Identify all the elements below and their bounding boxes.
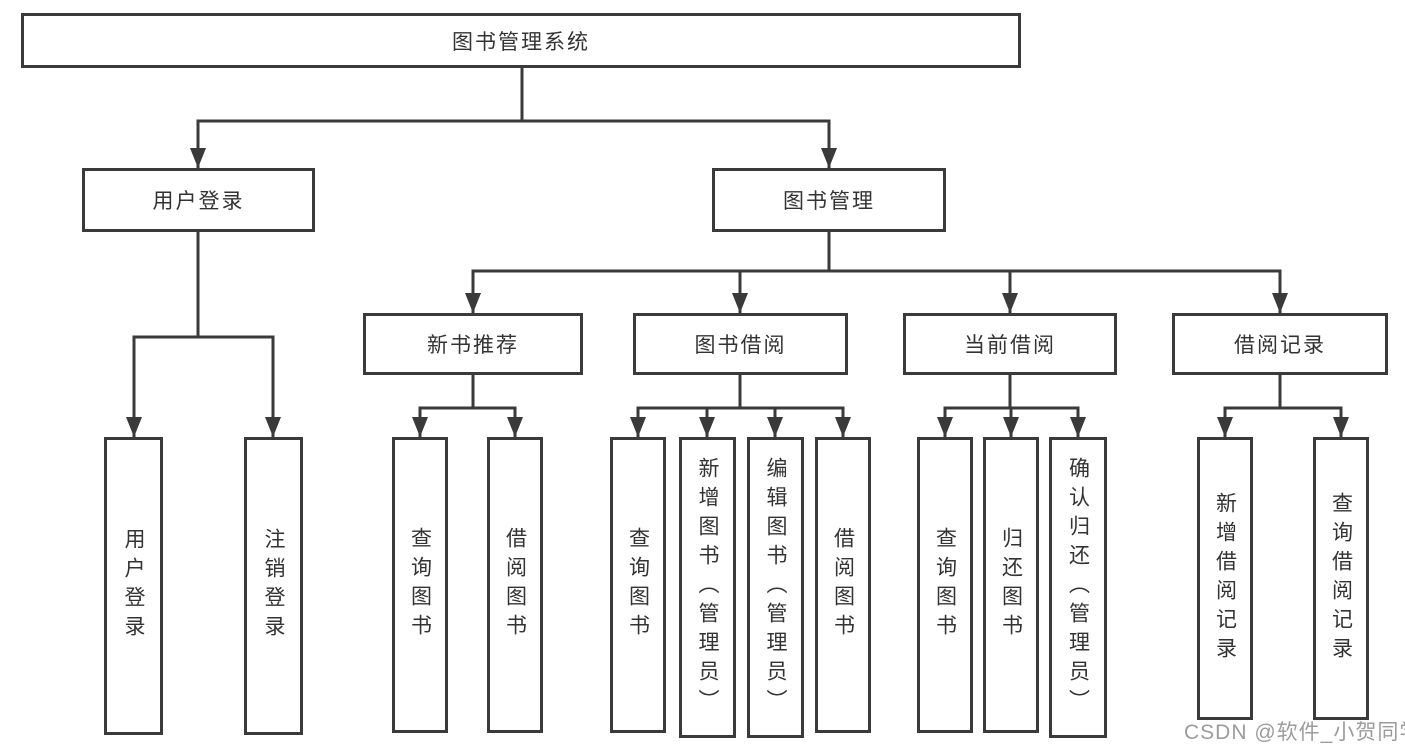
leaf-confirm-return-admin: 确认归还（管理员） [1049, 437, 1107, 738]
node-current-borrow-label: 当前借阅 [964, 334, 1056, 357]
node-user-login-label: 用户登录 [152, 190, 245, 213]
leaf-borrow-books: 借阅图书 [815, 437, 871, 733]
node-new-book-recommend-label: 新书推荐 [427, 334, 519, 357]
leaf-query-books-current: 查询图书 [917, 437, 973, 733]
node-new-book-recommend: 新书推荐 [363, 313, 583, 375]
node-book-management-label: 图书管理 [783, 190, 875, 213]
leaf-user-login: 用户登录 [104, 437, 163, 735]
node-book-borrow: 图书借阅 [633, 313, 848, 375]
leaf-query-books-borrow: 查询图书 [610, 437, 666, 733]
leaf-return-book: 归还图书 [983, 437, 1039, 733]
leaf-add-book-admin-label: 新增图书（管理员） [696, 457, 719, 718]
leaf-add-borrow-record-label: 新增借阅记录 [1213, 491, 1237, 666]
leaf-logout-label: 注销登录 [262, 528, 285, 644]
leaf-edit-book-admin-label: 编辑图书（管理员） [764, 457, 787, 718]
leaf-logout: 注销登录 [244, 437, 303, 735]
leaf-user-login-label: 用户登录 [122, 528, 145, 644]
leaf-query-books-borrow-label: 查询图书 [626, 527, 650, 643]
node-book-borrow-label: 图书借阅 [694, 334, 787, 357]
leaf-query-books-recommend: 查询图书 [392, 437, 448, 733]
node-root-label: 图书管理系统 [452, 30, 590, 54]
node-borrow-records: 借阅记录 [1172, 313, 1388, 375]
node-book-management: 图书管理 [712, 168, 946, 232]
csdn-watermark: CSDN @软件_小贺同学 [1184, 721, 1405, 744]
leaf-query-borrow-record-label: 查询借阅记录 [1329, 491, 1353, 666]
leaf-borrow-books-label: 借阅图书 [831, 527, 855, 643]
leaf-add-borrow-record: 新增借阅记录 [1197, 437, 1253, 720]
leaf-query-books-recommend-label: 查询图书 [408, 527, 432, 643]
leaf-query-books-current-label: 查询图书 [933, 527, 957, 643]
leaf-query-borrow-record: 查询借阅记录 [1313, 437, 1369, 720]
leaf-add-book-admin: 新增图书（管理员） [679, 437, 736, 738]
leaf-borrow-books-recommend: 借阅图书 [487, 437, 543, 733]
node-borrow-records-label: 借阅记录 [1234, 334, 1326, 357]
node-current-borrow: 当前借阅 [903, 313, 1117, 375]
leaf-confirm-return-admin-label: 确认归还（管理员） [1066, 457, 1090, 718]
node-user-login: 用户登录 [82, 168, 315, 232]
node-root: 图书管理系统 [21, 13, 1021, 68]
leaf-return-book-label: 归还图书 [999, 527, 1023, 643]
leaf-edit-book-admin: 编辑图书（管理员） [747, 437, 804, 738]
leaf-borrow-books-recommend-label: 借阅图书 [503, 527, 527, 643]
